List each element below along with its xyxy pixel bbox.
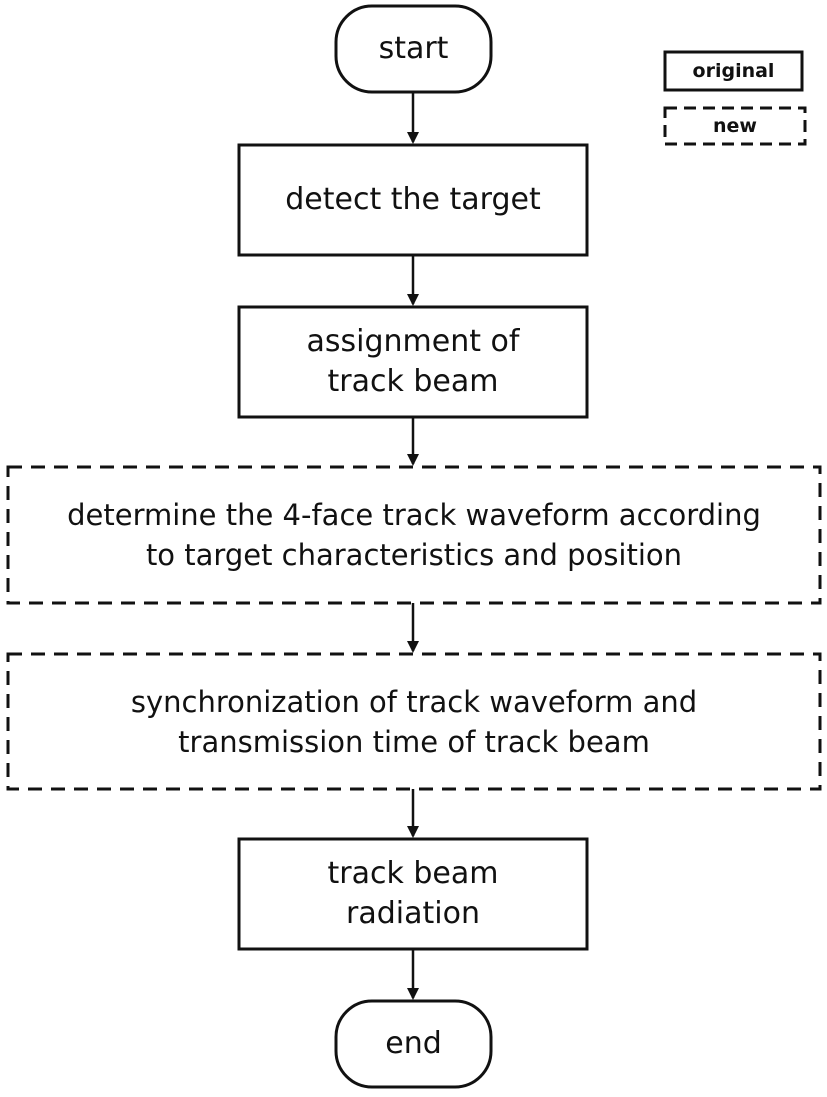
node-detect-shape xyxy=(237,143,589,257)
node-end-label: end xyxy=(385,1026,442,1061)
node-determine-shape xyxy=(6,465,822,605)
node-radiate-label: track beam radiation xyxy=(327,856,499,931)
legend-new-swatch xyxy=(663,106,807,146)
legend-new-label: new xyxy=(713,115,757,137)
node-sync-label: synchronization of track waveform and tr… xyxy=(130,684,698,759)
node-detect-label: detect the target xyxy=(285,182,541,217)
node-end-shape xyxy=(334,999,493,1089)
node-assign-label: assignment of track beam xyxy=(306,324,520,399)
node-sync-shape xyxy=(6,652,822,791)
node-start-label: start xyxy=(378,31,449,66)
node-assign-shape xyxy=(237,305,589,419)
legend-original-label: original xyxy=(692,60,775,82)
node-determine-label: determine the 4-face track waveform acco… xyxy=(67,498,761,572)
node-radiate-shape xyxy=(237,837,589,951)
legend-original-swatch xyxy=(663,50,804,92)
